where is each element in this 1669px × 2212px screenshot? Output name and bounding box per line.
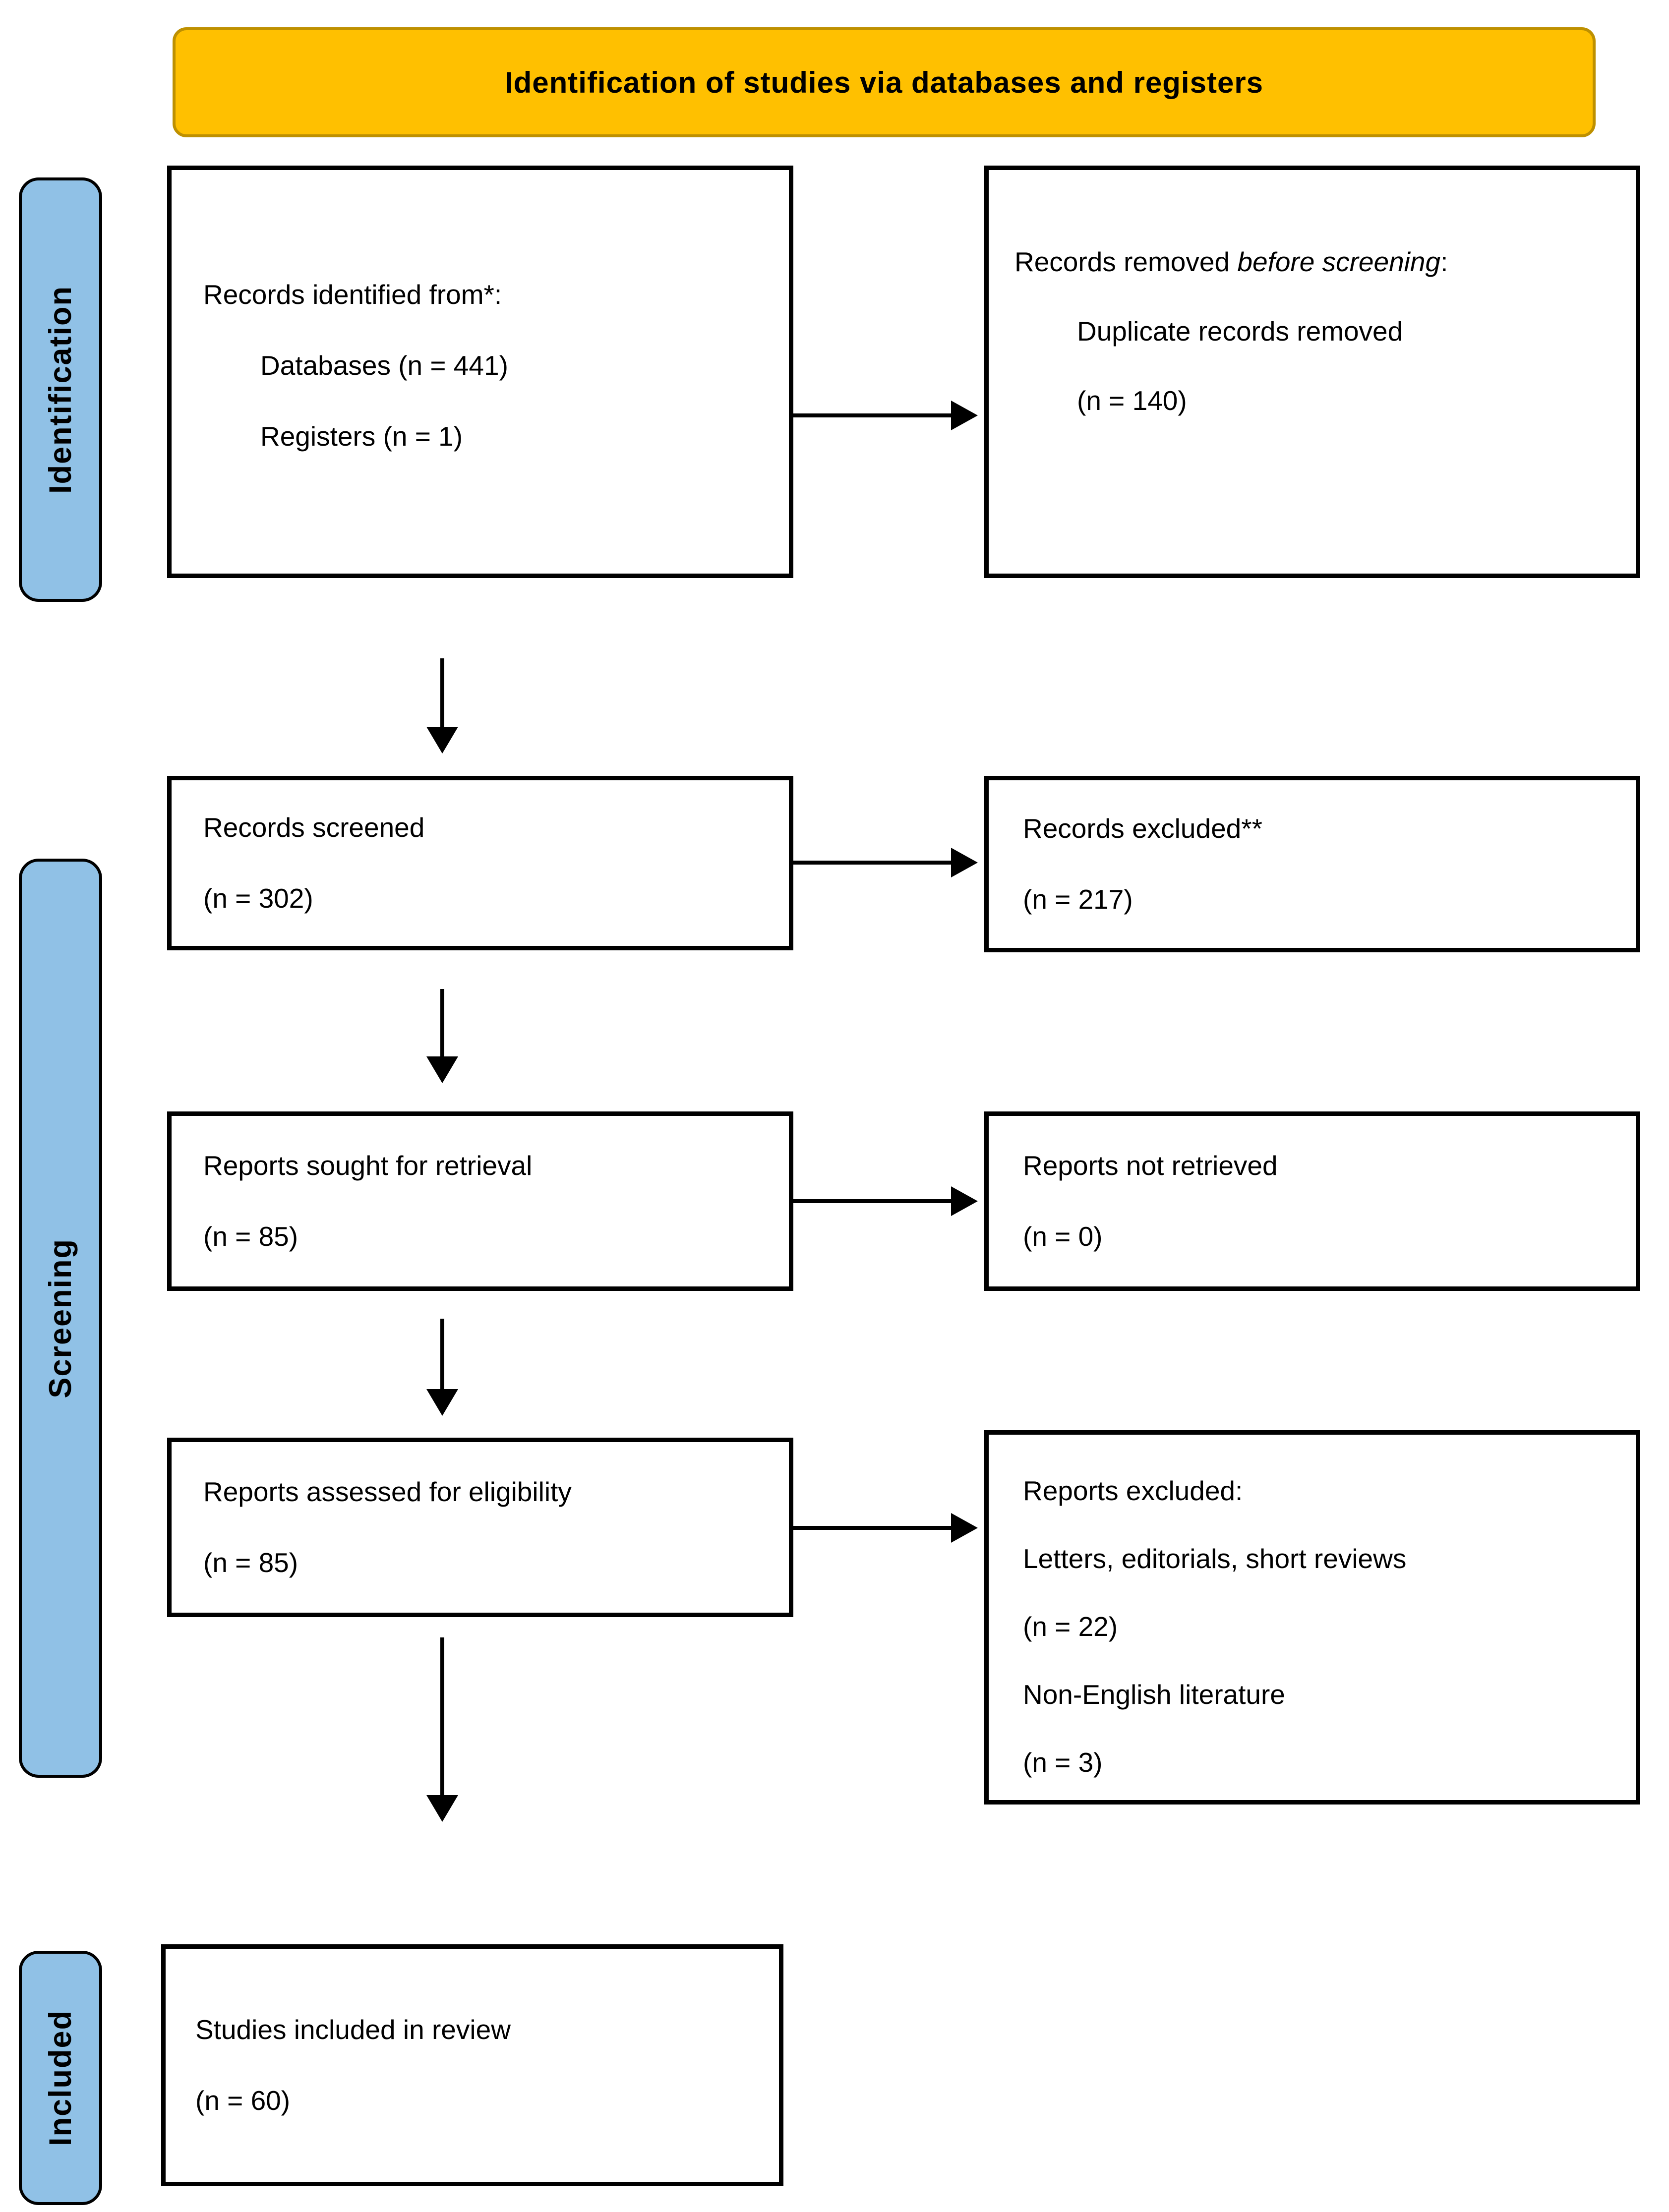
records-identified-heading: Records identified from*: — [203, 279, 502, 310]
arrow-identified-to-screened — [426, 658, 458, 754]
duplicate-records-count: (n = 140) — [1077, 385, 1187, 416]
arrow-shaft — [793, 861, 955, 865]
arrow-shaft — [440, 989, 444, 1060]
stage-label-identification: Identification — [19, 177, 102, 602]
stage-label-screening: Screening — [19, 859, 102, 1778]
box-records-removed-before-screening: Records removed before screening: Duplic… — [984, 166, 1640, 578]
reports-sought-label: Reports sought for retrieval — [203, 1150, 533, 1181]
box-studies-included: Studies included in review (n = 60) — [161, 1944, 783, 2186]
box-reports-excluded: Reports excluded: Letters, editorials, s… — [984, 1430, 1640, 1805]
box-records-excluded: Records excluded** (n = 217) — [984, 776, 1640, 952]
reports-excluded-letters-count: (n = 22) — [1023, 1611, 1118, 1642]
studies-included-count: (n = 60) — [195, 2085, 291, 2116]
box-records-screened: Records screened (n = 302) — [167, 776, 793, 950]
stage-label-screening-text: Screening — [43, 1238, 78, 1398]
arrow-assessed-to-reports-excluded — [793, 1513, 978, 1543]
records-removed-heading-prefix: Records removed — [1014, 246, 1238, 277]
reports-excluded-reason-nonenglish: Non-English literature — [1023, 1679, 1285, 1710]
reports-assessed-label: Reports assessed for eligibility — [203, 1476, 572, 1507]
banner-databases-and-registers: Identification of studies via databases … — [173, 27, 1596, 137]
diagram-title: Identification of studies via databases … — [504, 65, 1264, 99]
arrow-shaft — [440, 658, 444, 731]
stage-label-identification-text: Identification — [43, 286, 78, 494]
records-removed-heading-suffix: : — [1440, 246, 1448, 277]
records-identified-registers: Registers (n = 1) — [260, 421, 463, 452]
arrow-shaft — [793, 1526, 955, 1530]
records-identified-databases: Databases (n = 441) — [260, 350, 508, 381]
records-screened-count: (n = 302) — [203, 883, 313, 914]
reports-sought-count: (n = 85) — [203, 1221, 298, 1252]
arrowhead-down-icon — [426, 1056, 458, 1083]
arrowhead-right-icon — [951, 401, 978, 430]
stage-label-included: Included — [19, 1951, 102, 2205]
records-removed-heading: Records removed before screening: — [1014, 227, 1636, 296]
reports-not-retrieved-count: (n = 0) — [1023, 1221, 1103, 1252]
records-excluded-label: Records excluded** — [1023, 813, 1263, 844]
arrow-sought-to-assessed — [426, 1319, 458, 1416]
arrow-assessed-to-included — [426, 1637, 458, 1822]
arrow-screened-to-excluded — [793, 848, 978, 877]
reports-excluded-nonenglish-count: (n = 3) — [1023, 1747, 1103, 1778]
arrow-sought-to-not-retrieved — [793, 1186, 978, 1216]
arrowhead-down-icon — [426, 1389, 458, 1416]
records-excluded-count: (n = 217) — [1023, 884, 1133, 915]
arrowhead-right-icon — [951, 1186, 978, 1216]
arrow-shaft — [793, 1199, 955, 1203]
arrow-screened-to-sought — [426, 989, 458, 1083]
reports-not-retrieved-label: Reports not retrieved — [1023, 1150, 1278, 1181]
records-screened-label: Records screened — [203, 812, 425, 843]
arrow-identified-to-removed — [793, 401, 978, 430]
arrow-shaft — [793, 413, 955, 417]
box-reports-sought: Reports sought for retrieval (n = 85) — [167, 1111, 793, 1291]
arrow-shaft — [440, 1319, 444, 1393]
stage-label-included-text: Included — [43, 2009, 78, 2146]
arrowhead-down-icon — [426, 1795, 458, 1822]
reports-excluded-heading: Reports excluded: — [1023, 1475, 1243, 1506]
box-reports-assessed: Reports assessed for eligibility (n = 85… — [167, 1438, 793, 1617]
arrowhead-right-icon — [951, 1513, 978, 1543]
box-reports-not-retrieved: Reports not retrieved (n = 0) — [984, 1111, 1640, 1291]
reports-assessed-count: (n = 85) — [203, 1547, 298, 1578]
records-removed-heading-italic: before screening — [1237, 246, 1441, 277]
arrowhead-right-icon — [951, 848, 978, 877]
arrow-shaft — [440, 1637, 444, 1799]
studies-included-label: Studies included in review — [195, 2014, 511, 2045]
box-records-identified: Records identified from*: Databases (n =… — [167, 166, 793, 578]
reports-excluded-reason-letters: Letters, editorials, short reviews — [1023, 1543, 1407, 1574]
duplicate-records-removed: Duplicate records removed — [1077, 316, 1403, 347]
arrowhead-down-icon — [426, 727, 458, 754]
